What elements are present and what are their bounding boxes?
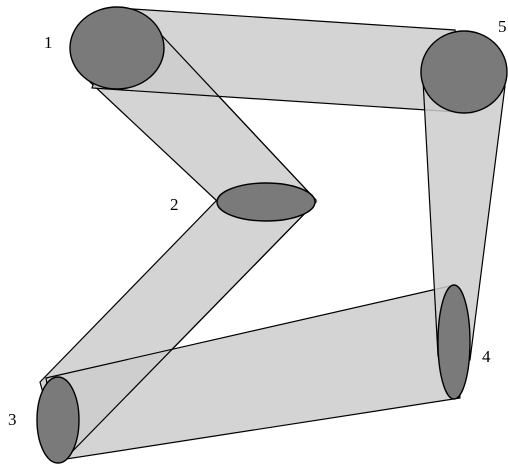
node-5-label: 5 <box>498 17 507 36</box>
edge-line-1-2-inner <box>151 24 317 201</box>
node-2-disc <box>216 182 316 222</box>
node-4-disc <box>437 284 471 400</box>
node-2-label: 2 <box>170 195 179 214</box>
node-3-disc <box>36 376 80 464</box>
node-1-disc <box>69 6 165 90</box>
node-5-disc <box>420 30 508 114</box>
node-4-label: 4 <box>482 347 491 366</box>
node-3-label: 3 <box>8 410 17 429</box>
node-1-label: 1 <box>44 33 53 52</box>
edge-line-3-4-inner <box>61 201 317 463</box>
